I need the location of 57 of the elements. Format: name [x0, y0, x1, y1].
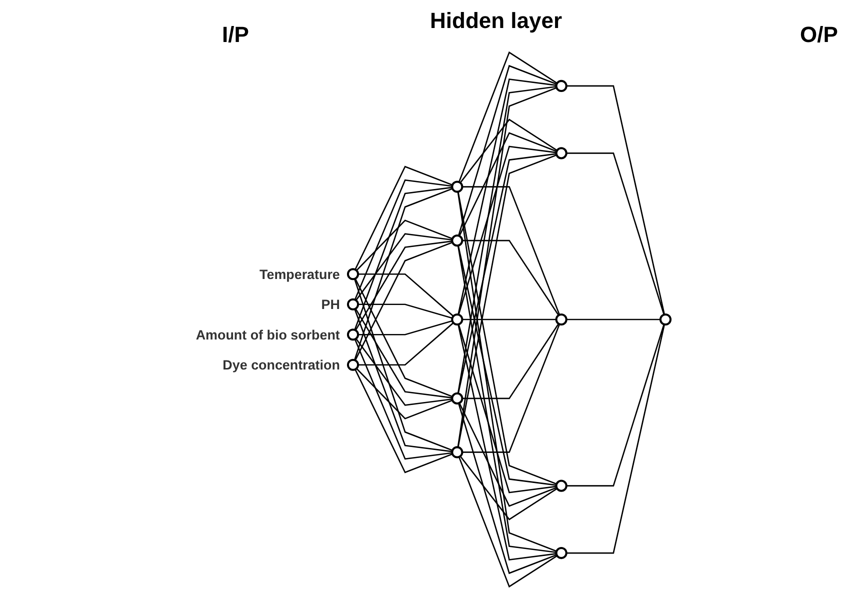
- connector: [462, 322, 559, 399]
- connector: [354, 278, 453, 397]
- connector: [462, 186, 560, 315]
- connector: [460, 455, 558, 520]
- connector: [457, 154, 557, 447]
- connector: [356, 219, 453, 270]
- connector: [354, 240, 452, 330]
- connector: [354, 165, 453, 270]
- connector: [354, 187, 453, 360]
- connector: [457, 85, 556, 394]
- connector: [460, 118, 558, 183]
- connector: [354, 368, 453, 473]
- input-label: PH: [321, 296, 340, 312]
- connector: [458, 456, 558, 588]
- connector: [566, 324, 664, 486]
- connector: [457, 244, 556, 486]
- connector: [458, 145, 556, 314]
- connector: [458, 324, 556, 493]
- connector: [462, 318, 556, 320]
- connector: [462, 323, 560, 452]
- connector: [458, 402, 557, 574]
- connector: [462, 239, 559, 316]
- input-label: Amount of bio sorbent: [196, 326, 340, 342]
- connector: [566, 84, 665, 314]
- connector: [457, 191, 557, 484]
- layer-heading: O/P: [800, 22, 838, 48]
- connector: [354, 241, 453, 360]
- connector: [458, 402, 557, 506]
- connector: [458, 64, 557, 236]
- connector: [566, 324, 665, 554]
- connector: [457, 324, 556, 560]
- connector: [354, 308, 452, 398]
- connector: [354, 278, 453, 451]
- connector: [354, 186, 452, 330]
- connector: [457, 78, 556, 314]
- connector: [354, 308, 452, 452]
- layer-heading: I/P: [222, 22, 249, 48]
- connector: [358, 303, 452, 318]
- connector: [457, 86, 557, 447]
- input-label: Dye concentration: [222, 357, 340, 372]
- connector: [457, 191, 557, 552]
- connector: [355, 232, 452, 300]
- connector: [457, 244, 556, 553]
- connector: [354, 338, 452, 460]
- connector: [354, 178, 452, 300]
- input-label: Temperature: [259, 266, 340, 282]
- connector: [458, 132, 557, 236]
- connector: [566, 152, 664, 314]
- connector: [358, 272, 454, 316]
- connector: [457, 152, 556, 394]
- connector: [566, 318, 660, 320]
- connector: [458, 50, 558, 182]
- connector: [358, 322, 454, 366]
- layer-heading: Hidden layer: [430, 8, 562, 34]
- connector: [358, 320, 452, 335]
- connector: [356, 368, 453, 419]
- connector: [355, 338, 452, 406]
